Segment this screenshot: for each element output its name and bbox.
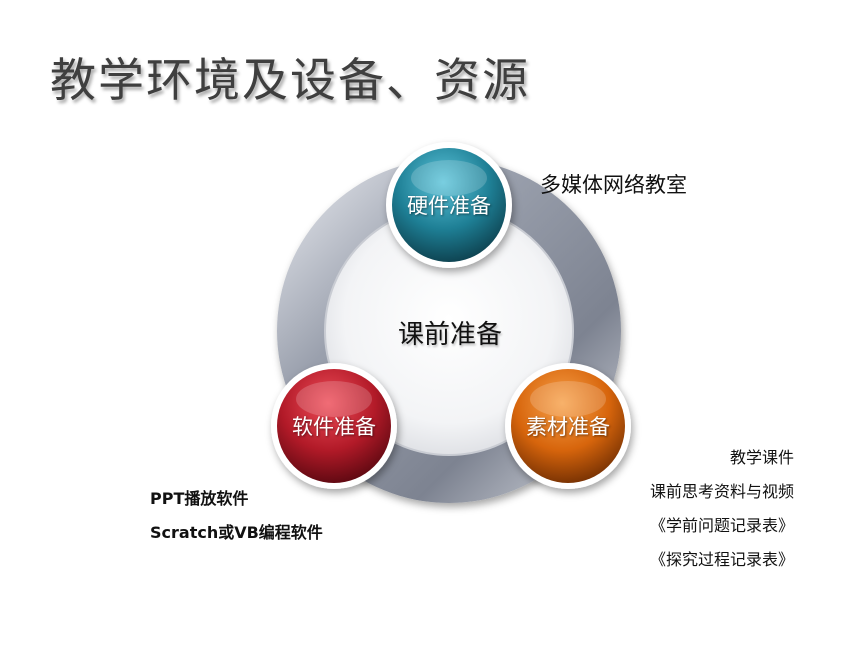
node-hardware xyxy=(386,142,512,268)
hardware-note-line: 多媒体网络教室 xyxy=(540,173,687,197)
material-note-line: 教学课件 xyxy=(729,448,794,467)
software-note: PPT播放软件 Scratch或VB编程软件 xyxy=(150,482,323,550)
node-material xyxy=(505,363,631,489)
material-note: 教学课件 课前思考资料与视频 《学前问题记录表》 《探究过程记录表》 xyxy=(650,441,794,577)
software-note-line: PPT播放软件 xyxy=(150,489,249,508)
node-software xyxy=(271,363,397,489)
hardware-note: 多媒体网络教室 xyxy=(540,168,687,202)
slide-title: 教学环境及设备、资源 xyxy=(50,53,530,107)
material-note-line: 《学前问题记录表》 xyxy=(649,516,794,535)
software-node-label: 软件准备 xyxy=(292,415,376,439)
material-note-line: 课前思考资料与视频 xyxy=(649,482,794,501)
software-note-line: Scratch或VB编程软件 xyxy=(150,523,323,542)
hardware-node-label: 硬件准备 xyxy=(407,194,491,218)
material-note-line: 《探究过程记录表》 xyxy=(649,550,794,569)
material-node-label: 素材准备 xyxy=(526,415,610,439)
center-label: 课前准备 xyxy=(397,320,502,350)
